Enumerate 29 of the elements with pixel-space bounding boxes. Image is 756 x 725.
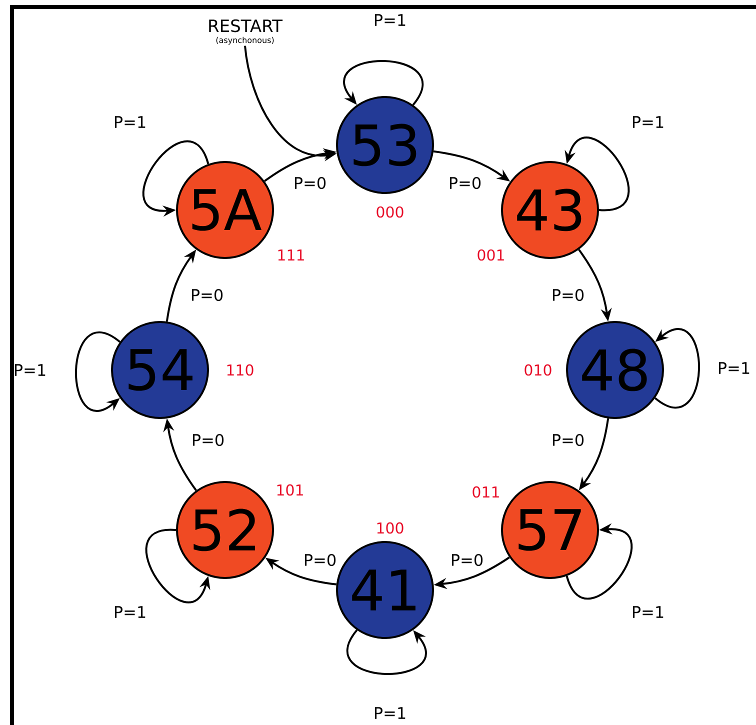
edge-label: P=0 <box>552 288 584 302</box>
edge-label: P=1 <box>14 364 46 376</box>
state-code: 010 <box>524 364 552 376</box>
restart-label: RESTART (asynchonous) <box>209 19 283 45</box>
edge-label: P=1 <box>718 362 750 374</box>
edge-label: P=1 <box>632 116 664 128</box>
edge-label: P=1 <box>374 707 406 719</box>
edge-label: P=0 <box>452 554 483 566</box>
state-code: 111 <box>278 250 304 260</box>
state-code: 100 <box>377 522 404 534</box>
arrow <box>344 60 424 106</box>
edge-label: P=0 <box>294 176 326 190</box>
edge-label: P=0 <box>192 288 223 302</box>
state-code: 001 <box>478 249 504 261</box>
state-code: 110 <box>227 364 254 376</box>
state-code: 101 <box>277 484 303 496</box>
arrow <box>75 332 120 412</box>
arrow <box>654 328 700 408</box>
edge-label: P=0 <box>304 554 336 566</box>
state-code: 000 <box>376 206 404 218</box>
edge-label: P=0 <box>552 434 584 446</box>
edge-label: P=1 <box>632 606 664 618</box>
edge-label: P=1 <box>114 606 146 618</box>
edge-label: P=0 <box>450 176 481 190</box>
edge-label: P=1 <box>374 14 406 26</box>
state-code: 011 <box>472 486 499 498</box>
edge-label: P=1 <box>114 116 146 128</box>
arrow <box>346 630 426 675</box>
edge-label: P=0 <box>192 434 224 446</box>
